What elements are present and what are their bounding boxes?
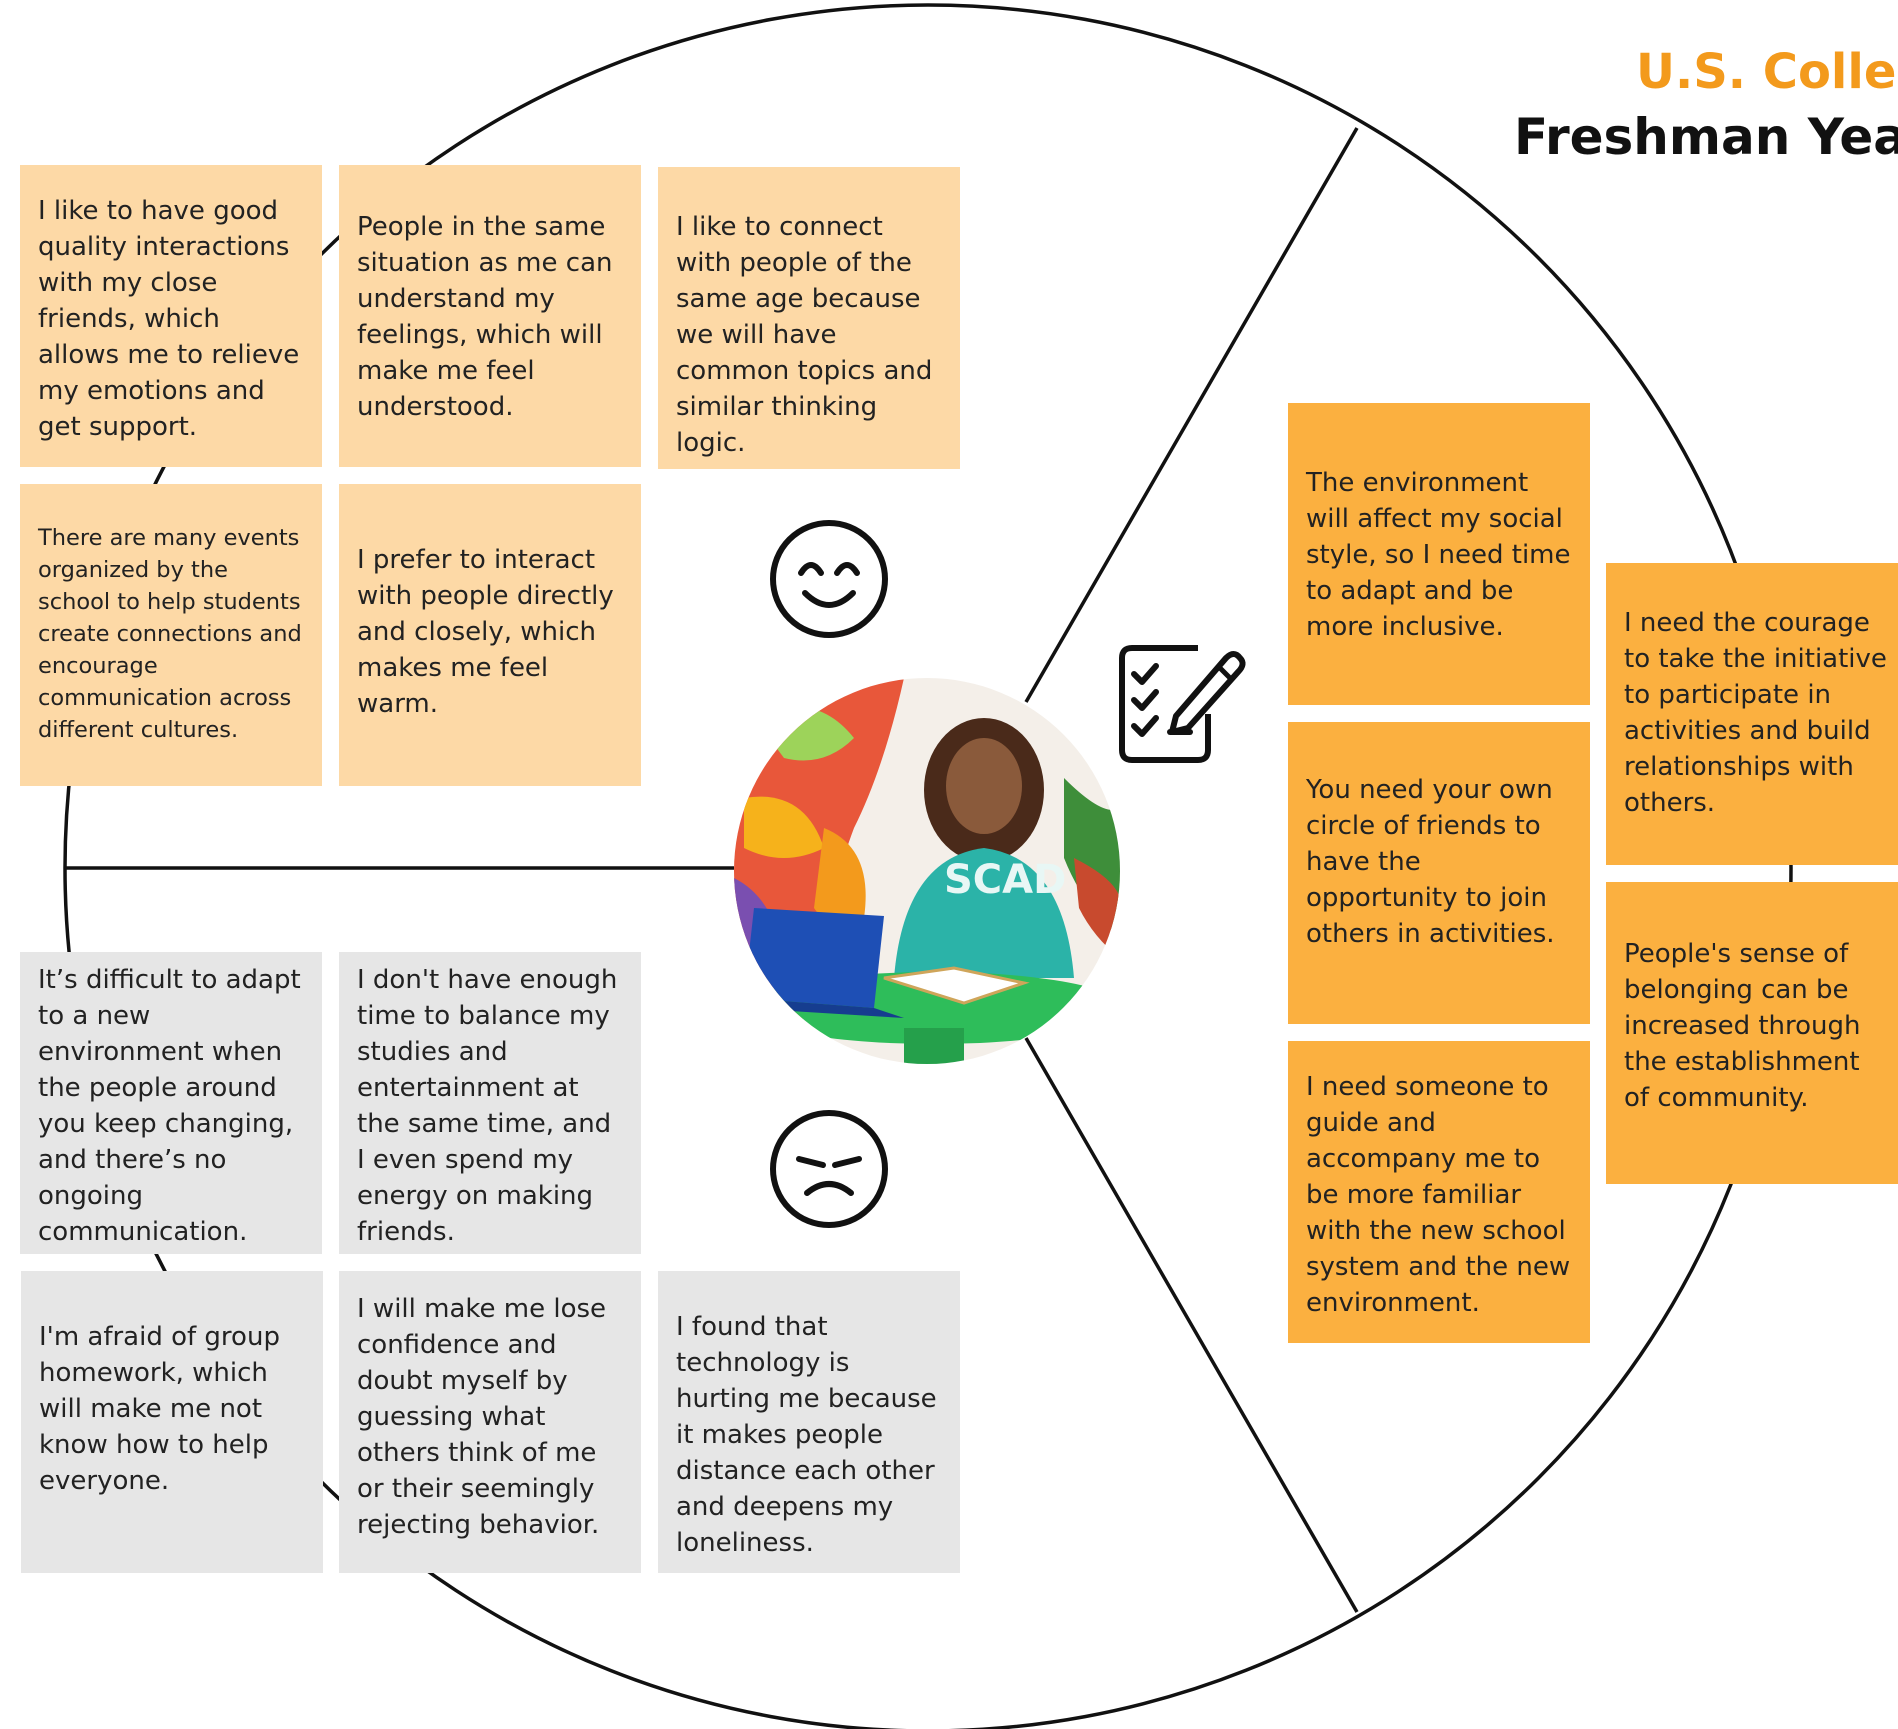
student-illustration: SCAD: [734, 678, 1120, 1064]
note-text: You need your own circle of friends to h…: [1306, 775, 1555, 949]
sticky-note: I need someone to guide and accompany me…: [1288, 1041, 1590, 1343]
sticky-note: I don't have enough time to balance my s…: [339, 952, 641, 1254]
sticky-note: I prefer to interact with people directl…: [339, 484, 641, 786]
note-text: It’s difficult to adapt to a new environ…: [38, 965, 301, 1247]
smiling-face-icon: [770, 520, 888, 638]
sticky-note: You need your own circle of friends to h…: [1288, 722, 1590, 1024]
note-text: There are many events organized by the s…: [38, 525, 302, 743]
sticky-note: People in the same situation as me can u…: [339, 165, 641, 467]
sticky-note: I will make me lose confidence and doubt…: [339, 1271, 641, 1573]
student-photo: SCAD: [734, 678, 1120, 1064]
note-text: I need someone to guide and accompany me…: [1306, 1072, 1571, 1318]
sad-face-icon: [770, 1110, 888, 1228]
sticky-note: It’s difficult to adapt to a new environ…: [20, 952, 322, 1254]
note-text: People in the same situation as me can u…: [357, 212, 613, 422]
page-title: U.S. College: [1636, 44, 1898, 100]
checklist-pen-icon: [1119, 645, 1246, 763]
sticky-note: I like to connect with people of the sam…: [658, 167, 960, 469]
sticky-note: I'm afraid of group homework, which will…: [21, 1271, 323, 1573]
note-text: I found that technology is hurting me be…: [676, 1312, 937, 1558]
note-text: People's sense of belonging can be incre…: [1624, 939, 1861, 1113]
note-text: I will make me lose confidence and doubt…: [357, 1294, 607, 1540]
note-text: I prefer to interact with people directl…: [357, 545, 614, 719]
note-text: I don't have enough time to balance my s…: [357, 965, 618, 1247]
shirt-text: SCAD: [944, 857, 1066, 903]
sticky-note: People's sense of belonging can be incre…: [1606, 882, 1898, 1184]
sticky-note: I need the courage to take the initiativ…: [1606, 563, 1898, 865]
sticky-note: The environment will affect my social st…: [1288, 403, 1590, 705]
upper-diagonal-divider: [1024, 127, 1359, 703]
note-text: I like to connect with people of the sam…: [676, 212, 933, 458]
sticky-note: I like to have good quality interactions…: [20, 165, 322, 467]
sticky-note: There are many events organized by the s…: [20, 484, 322, 786]
note-text: I like to have good quality interactions…: [38, 196, 300, 442]
note-text: I'm afraid of group homework, which will…: [39, 1322, 280, 1496]
note-text: I need the courage to take the initiativ…: [1624, 608, 1887, 818]
page-subtitle: Freshman Year: [1514, 108, 1898, 166]
lower-diagonal-divider: [1024, 1037, 1359, 1613]
sticky-note: I found that technology is hurting me be…: [658, 1271, 960, 1573]
note-text: The environment will affect my social st…: [1306, 468, 1571, 642]
